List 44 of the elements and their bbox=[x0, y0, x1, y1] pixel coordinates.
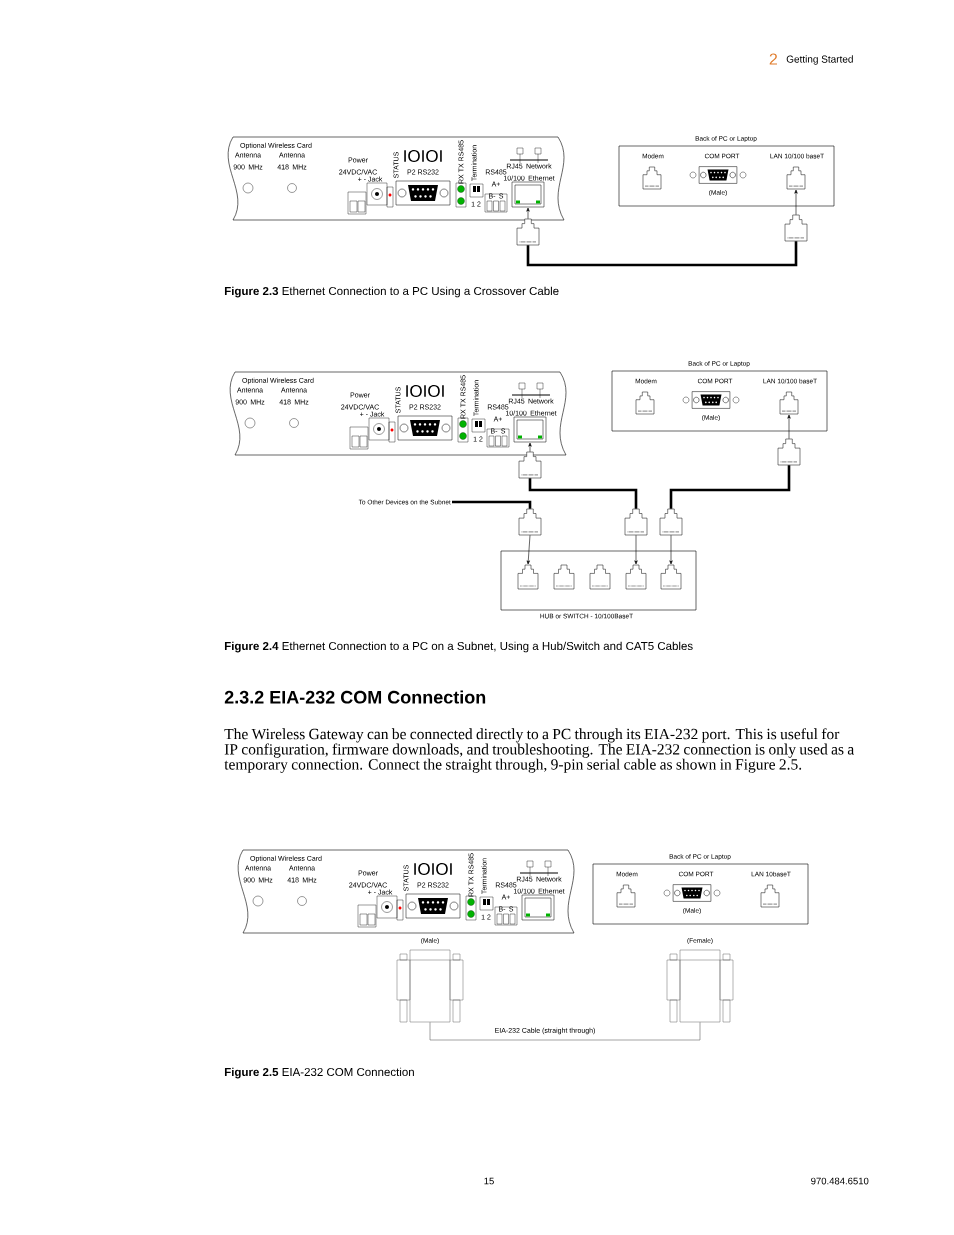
cable-plug bbox=[518, 508, 542, 536]
arrow bbox=[787, 414, 791, 440]
network-jack bbox=[642, 166, 662, 190]
network-jack bbox=[786, 166, 806, 190]
cable-plug bbox=[777, 438, 801, 466]
hub-port bbox=[589, 564, 611, 590]
hub-port bbox=[553, 564, 575, 590]
arrow bbox=[669, 534, 673, 565]
header-text: Getting Started bbox=[786, 55, 853, 65]
cable bbox=[526, 241, 798, 267]
network-port bbox=[511, 181, 545, 208]
hub-port bbox=[517, 564, 539, 590]
cable-plug bbox=[659, 508, 683, 536]
cable bbox=[452, 500, 532, 509]
cable-plug bbox=[624, 508, 648, 536]
network-jack bbox=[616, 884, 636, 908]
footer-text: 970.484.6510 bbox=[811, 1177, 869, 1185]
figure-caption: Figure 2.4 Ethernet Connection to a PC on a Subnet, Using a Hub/Switch and CAT5 Cables bbox=[224, 641, 693, 653]
arrow bbox=[528, 442, 532, 453]
cable bbox=[429, 1021, 701, 1041]
panel-label: IOIOI bbox=[406, 385, 444, 398]
cable-plug bbox=[516, 218, 540, 246]
network-jack bbox=[635, 391, 655, 415]
arrow bbox=[526, 207, 530, 220]
figure-caption: Figure 2.3 Ethernet Connection to a PC Using a Crossover Cable bbox=[224, 286, 559, 298]
section-heading: 2.3.2 EIA-232 COM Connection bbox=[224, 690, 486, 704]
cable bbox=[669, 465, 791, 509]
cable-plug bbox=[784, 214, 808, 242]
arrow bbox=[526, 534, 531, 565]
panel-label: IOIOI bbox=[404, 150, 442, 163]
arrow bbox=[634, 534, 638, 565]
arrow bbox=[794, 189, 798, 216]
body-paragraph: The Wireless Gateway can be connected directly to a PC through its EIA-232 port. This is useful for IP configuration, firmware downloads, and troubleshooting. The EIA-232 connection is only used as a temporary connection. Connect the straight through, 9-pin serial cable as shown in Figure 2.5. bbox=[224, 728, 854, 773]
network-port bbox=[513, 416, 547, 443]
cable-plug bbox=[518, 451, 542, 479]
page-number: 15 bbox=[484, 1177, 494, 1185]
panel-label: IOIOI bbox=[414, 863, 452, 876]
hub-port bbox=[625, 564, 647, 590]
network-jack bbox=[760, 884, 780, 908]
hub-port bbox=[660, 564, 682, 590]
cable bbox=[528, 478, 638, 509]
chapter-number: 2 bbox=[769, 53, 777, 65]
network-jack bbox=[779, 391, 799, 415]
figure-caption: Figure 2.5 EIA-232 COM Connection bbox=[224, 1067, 414, 1079]
